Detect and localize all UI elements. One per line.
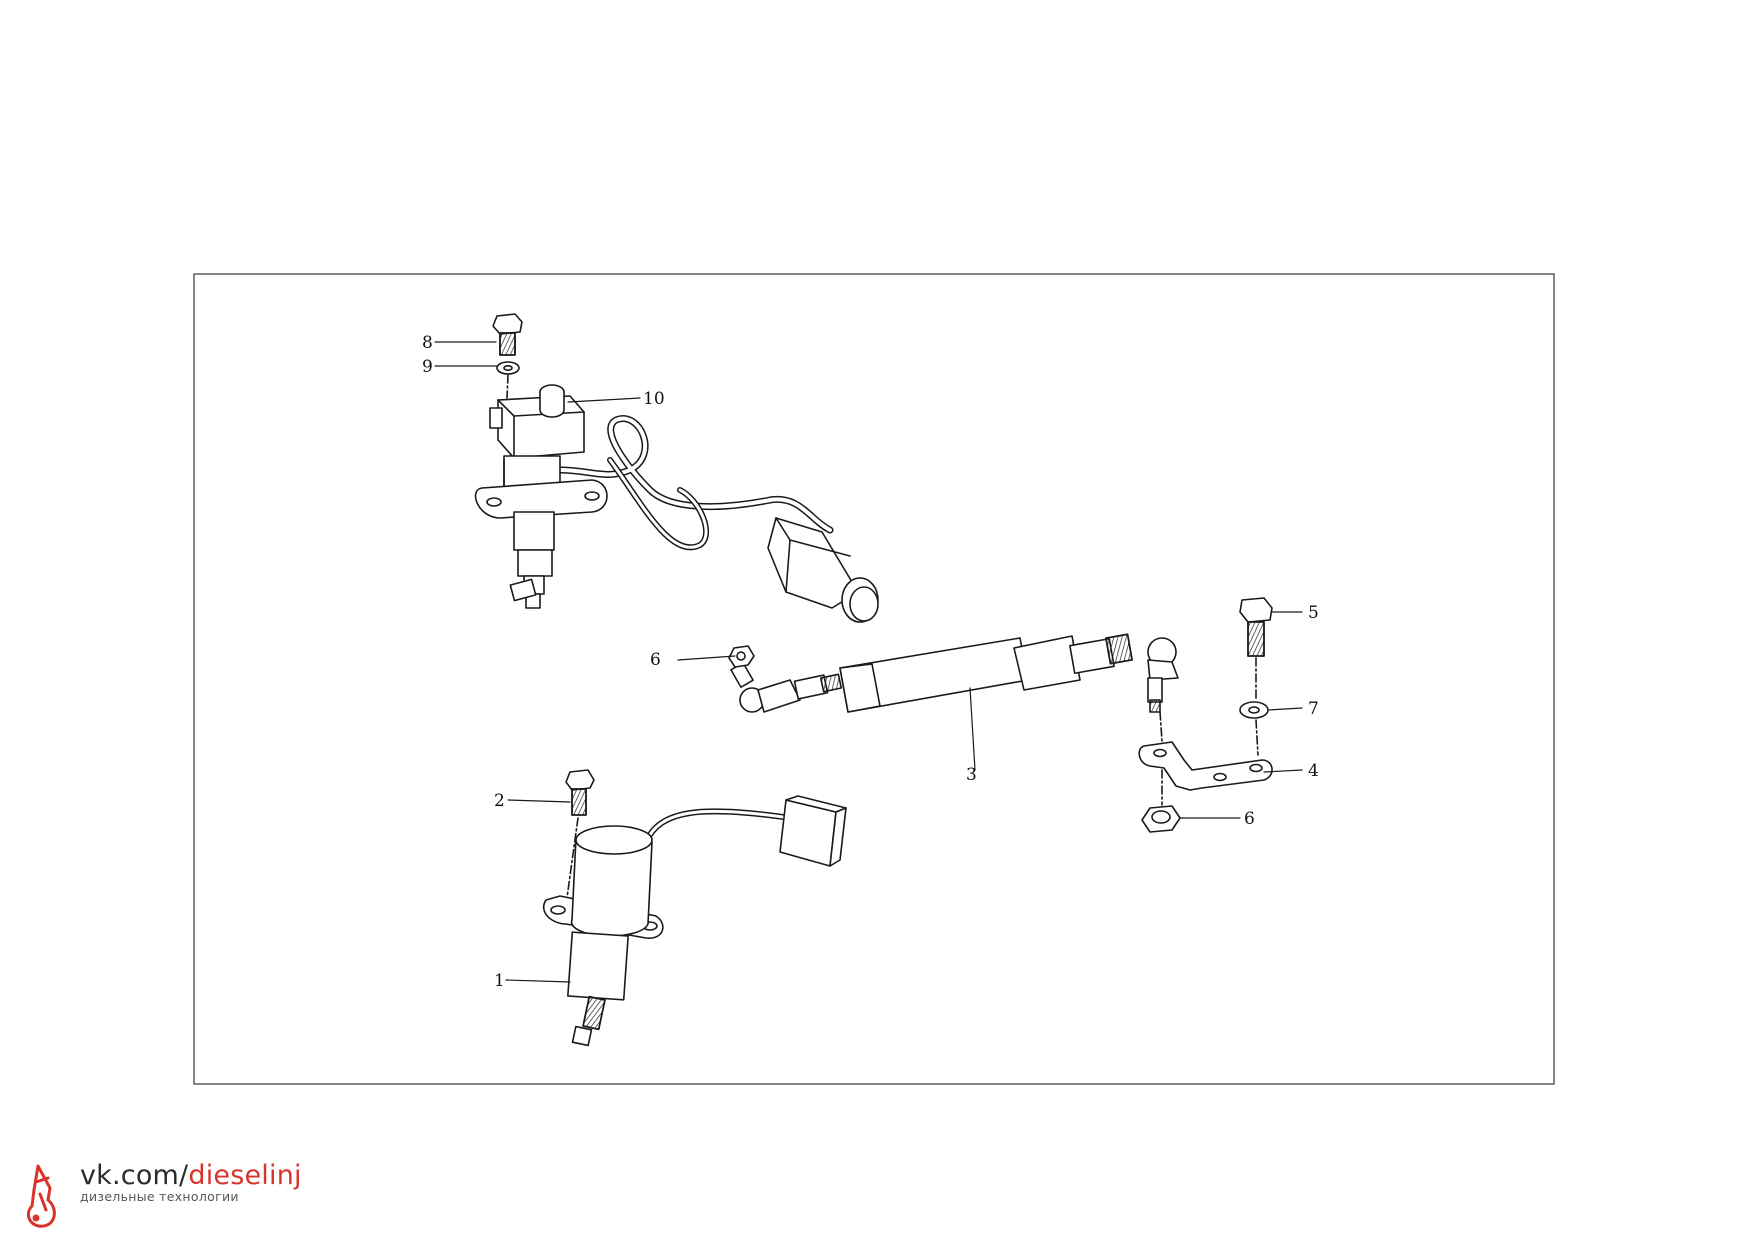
callout-9: 9: [422, 357, 433, 377]
callout-1: 1: [494, 971, 505, 991]
part-5-bolt: [1239, 597, 1273, 657]
watermark: vk.com/dieselinj дизельные технологии: [16, 1160, 316, 1230]
injector-drop-icon: [27, 1164, 56, 1228]
callout-2: 2: [494, 791, 505, 811]
drawing-frame: [193, 273, 1555, 1085]
leader-lines: [434, 341, 1303, 983]
callout-10: 10: [643, 389, 665, 409]
part-7-washer: [1239, 701, 1269, 719]
part-3-push-rod: [728, 633, 1179, 771]
part-4-lever-bracket: [1138, 741, 1273, 791]
part-8-bolt: [492, 313, 523, 356]
watermark-url-accent: dieselinj: [188, 1160, 302, 1191]
callout-6-lower: 6: [1244, 809, 1255, 829]
callout-5: 5: [1308, 603, 1319, 623]
part-6-nut-lower: [1141, 805, 1181, 833]
part-1-stop-solenoid: [542, 769, 847, 1047]
watermark-url-prefix: vk.com/: [80, 1160, 189, 1191]
part-6-nut-upper: [728, 645, 755, 668]
callout-3: 3: [966, 765, 977, 785]
part-9-washer: [496, 361, 520, 375]
solenoid-connector: [767, 517, 879, 623]
part-10-shutoff-solenoid: [474, 313, 879, 623]
part-2-bolt: [565, 769, 595, 816]
callout-7: 7: [1308, 699, 1319, 719]
callout-4: 4: [1308, 761, 1319, 781]
callout-labels: 8 9 10 6 3 5 7 4 6 2 1: [422, 333, 1319, 991]
watermark-url: vk.com/dieselinj: [80, 1160, 302, 1191]
solenoid-1-connector: [779, 795, 847, 867]
callout-6-upper: 6: [650, 650, 661, 670]
watermark-subtitle: дизельные технологии: [80, 1189, 239, 1204]
callout-8: 8: [422, 333, 433, 353]
